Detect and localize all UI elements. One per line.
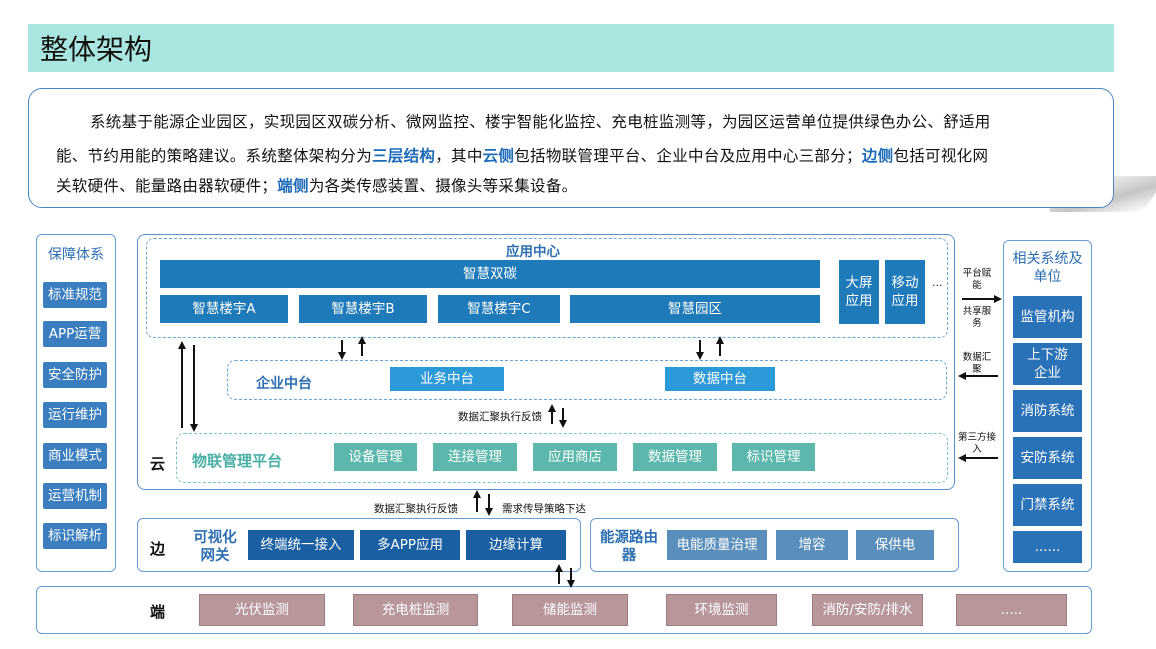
cloud-flow-label: 数据汇聚执行反馈 xyxy=(458,411,542,423)
third-party-label: 第三方接入 xyxy=(958,432,997,455)
device-management[interactable]: 设备管理 xyxy=(334,443,417,471)
intro-text: 关软硬件、能量路由器软硬件； xyxy=(56,177,278,195)
related-title: 相关系统及单位 xyxy=(1003,250,1092,286)
intro-text: 系统基于能源企业园区，实现园区双碳分析、微网监控、楼宇智能化监控、充电桩监测等，… xyxy=(90,113,991,131)
intro-highlight: 边侧 xyxy=(861,147,894,165)
support-item-ops-mechanism[interactable]: 运营机制 xyxy=(43,483,107,509)
support-item-business-model[interactable]: 商业模式 xyxy=(43,443,107,469)
gateway-title: 可视化网关 xyxy=(193,530,237,564)
intro-line-3: 关软硬件、能量路由器软硬件；端侧为各类传感装置、摄像头等采集设备。 xyxy=(56,174,577,196)
iot-platform-title: 物联管理平台 xyxy=(192,452,283,470)
intro-highlight: 三层结构 xyxy=(372,147,436,165)
support-item-maintenance[interactable]: 运行维护 xyxy=(43,402,107,428)
intro-highlight: 端侧 xyxy=(277,177,309,195)
support-item-app-ops[interactable]: APP运营 xyxy=(43,321,107,347)
power-supply-guarantee[interactable]: 保供电 xyxy=(856,530,934,560)
data-management[interactable]: 数据管理 xyxy=(633,443,717,471)
connection-management[interactable]: 连接管理 xyxy=(433,443,517,471)
related-item-supply-chain[interactable]: 上下游企业 xyxy=(1013,343,1082,385)
edge-down-flow-label: 需求传导策略下达 xyxy=(502,503,586,515)
smart-building-b[interactable]: 智慧楼宇B xyxy=(299,295,427,323)
related-title-line: 相关系统及 xyxy=(1012,251,1083,267)
intro-text: ，其中 xyxy=(435,147,483,165)
data-middle[interactable]: 数据中台 xyxy=(665,367,775,391)
app-center-title: 应用中心 xyxy=(506,244,560,260)
page-title: 整体架构 xyxy=(40,33,153,66)
intro-highlight: 云侧 xyxy=(482,147,515,165)
environment-monitoring[interactable]: 环境监测 xyxy=(666,594,777,626)
enterprise-middle-title: 企业中台 xyxy=(256,376,312,392)
related-title-line: 单位 xyxy=(1033,269,1062,285)
storage-monitoring[interactable]: 储能监测 xyxy=(512,594,628,626)
big-screen-app[interactable]: 大屏应用 xyxy=(839,260,879,324)
identity-management[interactable]: 标识管理 xyxy=(732,443,815,471)
intro-text: 包括物联管理平台、企业中台及应用中心三部分； xyxy=(514,147,862,165)
cloud-label: 云 xyxy=(150,455,166,473)
cloud-layer xyxy=(137,234,955,490)
smart-building-c[interactable]: 智慧楼宇C xyxy=(438,295,560,323)
data-collect-label: 数据汇聚 xyxy=(962,352,992,375)
app-more: ... xyxy=(932,276,943,289)
power-quality[interactable]: 电能质量治理 xyxy=(667,530,767,560)
shared-service-label: 共享服务 xyxy=(962,306,992,329)
support-title: 保障体系 xyxy=(48,247,104,263)
intro-line-2: 能、节约用能的策略建议。系统整体架构分为三层结构，其中云侧包括物联管理平台、企业… xyxy=(56,144,988,166)
intro-box xyxy=(28,88,1114,208)
pv-monitoring[interactable]: 光伏监测 xyxy=(199,594,325,626)
iot-platform xyxy=(176,433,948,483)
business-middle[interactable]: 业务中台 xyxy=(390,367,504,391)
title-bar xyxy=(28,24,1114,72)
mobile-app[interactable]: 移动应用 xyxy=(885,260,925,324)
related-item-regulator[interactable]: 监管机构 xyxy=(1013,296,1082,338)
enterprise-middle xyxy=(227,360,947,400)
edge-computing[interactable]: 边缘计算 xyxy=(466,530,566,560)
support-item-security[interactable]: 安全防护 xyxy=(43,362,107,388)
fire-security-drainage-monitoring[interactable]: 消防/安防/排水 xyxy=(812,594,923,626)
smart-park[interactable]: 智慧园区 xyxy=(570,295,820,323)
terminal-label: 端 xyxy=(150,603,166,621)
intro-text: 为各类传感装置、摄像头等采集设备。 xyxy=(308,177,578,195)
edge-label: 边 xyxy=(150,540,166,558)
related-item-more[interactable]: ...... xyxy=(1013,531,1082,563)
edge-up-flow-label: 数据汇聚执行反馈 xyxy=(374,503,458,515)
related-item-security-system[interactable]: 安防系统 xyxy=(1013,437,1082,479)
platform-enable-label: 平台赋能 xyxy=(962,268,992,291)
app-store[interactable]: 应用商店 xyxy=(533,443,617,471)
capacity-increase[interactable]: 增容 xyxy=(776,530,848,560)
intro-text: 能、节约用能的策略建议。系统整体架构分为 xyxy=(56,147,373,165)
support-item-identity[interactable]: 标识解析 xyxy=(43,523,107,549)
support-item-standards[interactable]: 标准规范 xyxy=(43,282,107,308)
related-item-fire-system[interactable]: 消防系统 xyxy=(1013,390,1082,432)
terminal-more[interactable]: ..... xyxy=(956,594,1067,626)
charging-pile-monitoring[interactable]: 充电桩监测 xyxy=(353,594,478,626)
related-item-access-system[interactable]: 门禁系统 xyxy=(1013,484,1082,526)
app-center xyxy=(146,238,948,338)
terminal-unified-access[interactable]: 终端统一接入 xyxy=(248,530,354,560)
multi-app[interactable]: 多APP应用 xyxy=(360,530,460,560)
smart-carbon-bar[interactable]: 智慧双碳 xyxy=(160,260,820,288)
intro-line-1: 系统基于能源企业园区，实现园区双碳分析、微网监控、楼宇智能化监控、充电桩监测等，… xyxy=(90,110,991,132)
intro-text: 包括可视化网 xyxy=(893,147,989,165)
smart-building-a[interactable]: 智慧楼宇A xyxy=(160,295,288,323)
router-title: 能源路由器 xyxy=(600,530,658,564)
